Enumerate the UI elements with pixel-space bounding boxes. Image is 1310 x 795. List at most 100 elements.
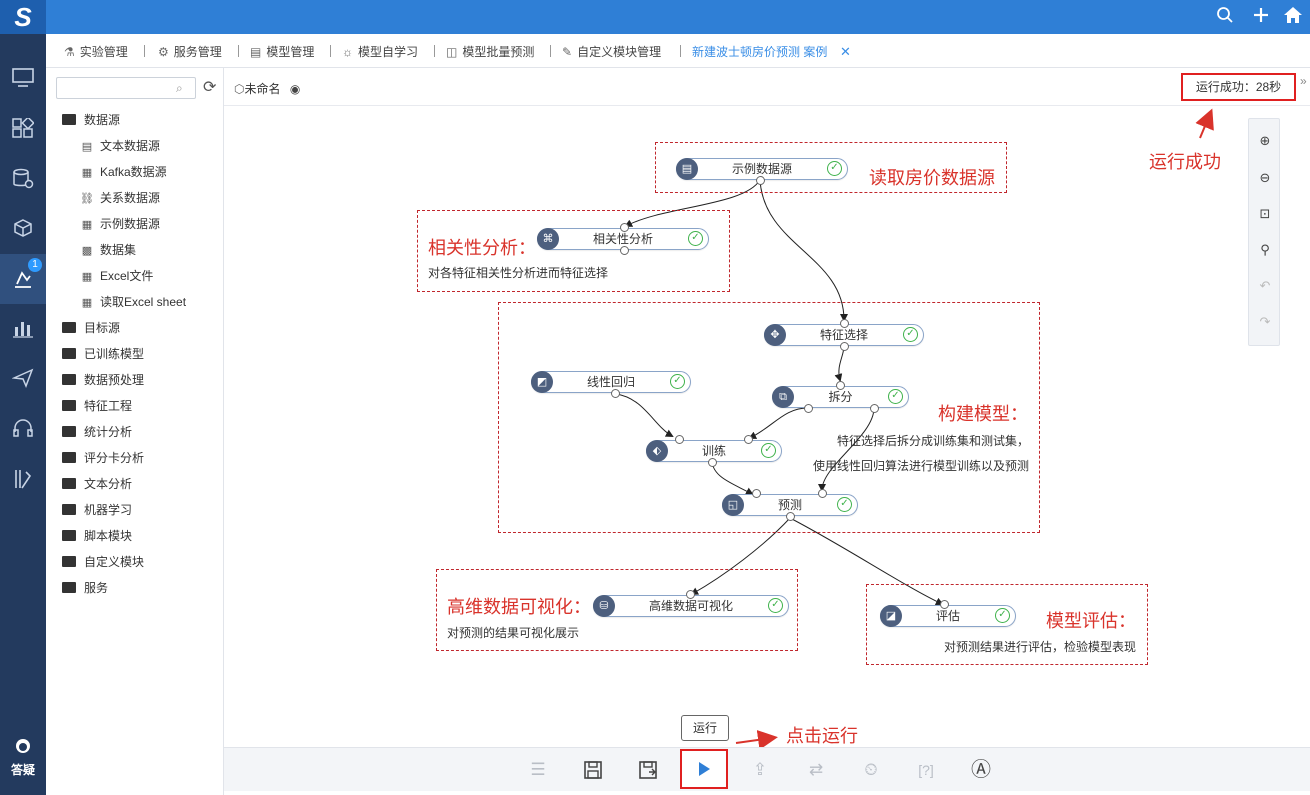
flow-canvas[interactable]: 读取房价数据源 相关性分析： 对各特征相关性分析进而特征选择 构建模型： 特征选…: [224, 106, 1310, 747]
tree-folder[interactable]: 机器学习: [62, 500, 132, 520]
tree-folder[interactable]: 服务: [62, 578, 108, 598]
tab-experiment-mgmt[interactable]: ⚗实验管理: [64, 44, 128, 60]
auto-icon[interactable]: Ⓐ: [971, 759, 991, 781]
input-port[interactable]: [752, 489, 761, 498]
node-sample-source[interactable]: ▤ 示例数据源 ✓: [676, 158, 848, 180]
nav-send[interactable]: [0, 354, 46, 404]
edit-icon: ✎: [562, 45, 573, 59]
nav-monitor[interactable]: [0, 54, 46, 104]
zoom-out-icon[interactable]: ⊖: [1259, 170, 1271, 185]
search-icon[interactable]: ⌕: [176, 81, 183, 95]
input-port[interactable]: [744, 435, 753, 444]
input-port[interactable]: [840, 319, 849, 328]
nav-database[interactable]: [0, 154, 46, 204]
export-icon[interactable]: ⇪: [752, 760, 768, 779]
tree-item[interactable]: ▦Excel文件: [80, 266, 154, 286]
save-as-icon[interactable]: [636, 758, 660, 782]
output-port[interactable]: [786, 512, 795, 521]
tab-custom-module[interactable]: ✎ 自定义模块管理: [562, 44, 661, 60]
output-port[interactable]: [708, 458, 717, 467]
tree-folder[interactable]: 特征工程: [62, 396, 132, 416]
tab-separator: [238, 45, 239, 57]
node-hd-visualization[interactable]: ⛁ 高维数据可视化 ✓: [593, 595, 789, 617]
tree-item[interactable]: ▩数据集: [80, 240, 136, 260]
run-button[interactable]: [680, 749, 728, 789]
refresh-icon[interactable]: ⟳: [203, 79, 217, 96]
help-button[interactable]: 答疑: [0, 729, 46, 779]
redo-icon[interactable]: ↷: [1259, 314, 1271, 329]
node-evaluate[interactable]: ◪ 评估 ✓: [880, 605, 1016, 627]
expand-icon[interactable]: »: [1300, 74, 1307, 88]
flow-name[interactable]: ⬡未命名 ◉: [234, 80, 300, 97]
output-port[interactable]: [611, 389, 620, 398]
folder-icon: [62, 426, 76, 437]
run-arrow: [735, 730, 778, 747]
undo-icon[interactable]: ↶: [1259, 278, 1271, 293]
tree-folder[interactable]: 文本分析: [62, 474, 132, 494]
tree-item[interactable]: ▤文本数据源: [80, 136, 160, 156]
nav-stats[interactable]: [0, 304, 46, 354]
tree-item[interactable]: ▦Kafka数据源: [80, 162, 167, 182]
tree-folder[interactable]: 数据预处理: [62, 370, 144, 390]
nav-tools[interactable]: [0, 454, 46, 504]
tab-boston-case[interactable]: 新建波士顿房价预测 案例: [692, 44, 827, 60]
node-label: 线性回归: [586, 375, 635, 389]
output-port[interactable]: [870, 404, 879, 413]
tree-label: 示例数据源: [100, 217, 161, 231]
node-linear-regression[interactable]: ◩ 线性回归 ✓: [531, 371, 691, 393]
fit-view-icon[interactable]: ⊡: [1259, 206, 1271, 221]
locate-icon[interactable]: ⚲: [1260, 242, 1270, 257]
nav-support[interactable]: [0, 404, 46, 454]
schedule-icon[interactable]: ⏲: [864, 760, 878, 779]
tree-item[interactable]: ▦示例数据源: [80, 214, 160, 234]
input-port[interactable]: [686, 590, 695, 599]
plus-icon[interactable]: [1252, 6, 1270, 29]
tree-folder[interactable]: 自定义模块: [62, 552, 144, 572]
nav-cubes[interactable]: [0, 204, 46, 254]
help-bracket-icon[interactable]: [?]: [918, 762, 934, 778]
list-icon[interactable]: ☰: [530, 760, 546, 779]
output-port[interactable]: [840, 342, 849, 351]
tree-folder[interactable]: 评分卡分析: [62, 448, 144, 468]
output-port[interactable]: [756, 176, 765, 185]
tree-item[interactable]: ⛓关系数据源: [80, 188, 160, 208]
input-port[interactable]: [818, 489, 827, 498]
success-check-icon: ✓: [888, 389, 903, 404]
nav-apps[interactable]: [0, 104, 46, 154]
tree-folder[interactable]: 已训练模型: [62, 344, 144, 364]
input-port[interactable]: [940, 600, 949, 609]
tab-label: 自定义模块管理: [577, 45, 662, 59]
zoom-in-icon[interactable]: ⊕: [1259, 133, 1271, 148]
tree-label: 目标源: [84, 321, 121, 335]
input-port[interactable]: [675, 435, 684, 444]
group-title: 相关性分析：: [428, 238, 536, 258]
output-port[interactable]: [804, 404, 813, 413]
save-icon[interactable]: [581, 758, 605, 782]
node-train[interactable]: ⬖ 训练 ✓: [646, 440, 782, 462]
success-check-icon: ✓: [903, 327, 918, 342]
node-label: 预测: [777, 498, 802, 512]
output-port[interactable]: [620, 246, 629, 255]
swap-icon[interactable]: ⇄: [808, 760, 824, 779]
tree-folder[interactable]: 统计分析: [62, 422, 132, 442]
tab-service-mgmt[interactable]: ⚙服务管理: [158, 44, 222, 60]
home-icon[interactable]: [1283, 6, 1303, 29]
search-input[interactable]: [56, 77, 196, 99]
settings-icon[interactable]: ◉: [289, 82, 301, 96]
input-port[interactable]: [836, 381, 845, 390]
tree-folder[interactable]: 目标源: [62, 318, 120, 338]
folder-icon: [62, 556, 76, 567]
input-port[interactable]: [620, 223, 629, 232]
tree-folder[interactable]: 数据源: [62, 110, 120, 130]
search-icon[interactable]: [1216, 6, 1234, 29]
close-icon[interactable]: ✕: [840, 44, 851, 59]
tab-model-selflearn[interactable]: ☼模型自学习: [342, 44, 418, 60]
tree-folder[interactable]: 脚本模块: [62, 526, 132, 546]
edge: [690, 517, 791, 595]
tab-model-mgmt[interactable]: ▤模型管理: [250, 44, 314, 60]
flask-icon: ⚗: [64, 45, 75, 59]
nav-experiment[interactable]: 1: [0, 254, 46, 304]
node-correlation[interactable]: ⌘ 相关性分析 ✓: [537, 228, 709, 250]
tree-item[interactable]: ▦读取Excel sheet: [80, 292, 186, 312]
tab-batch-predict[interactable]: ◫模型批量预测: [446, 44, 534, 60]
